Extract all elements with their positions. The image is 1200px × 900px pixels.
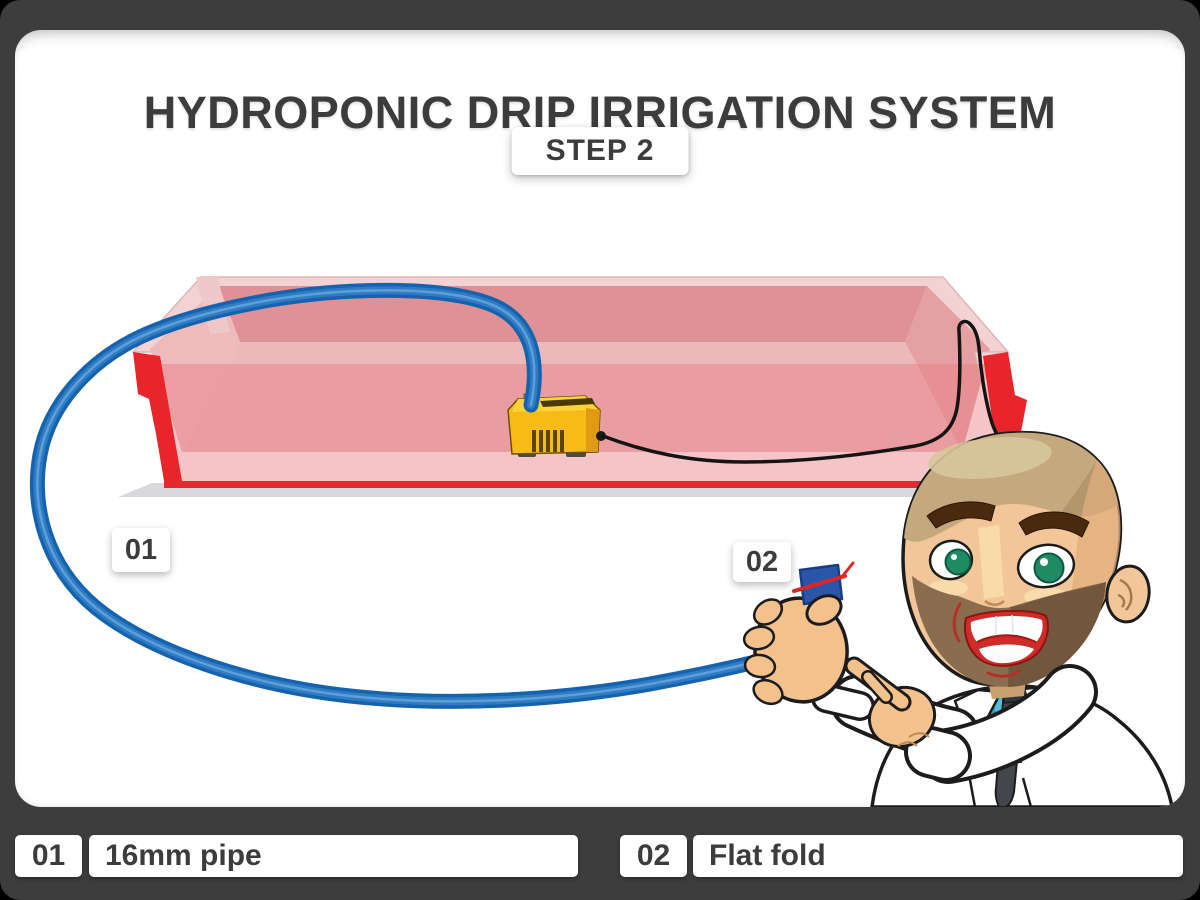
eye-glint-left (951, 554, 957, 560)
pump-outlet (596, 431, 606, 441)
step-badge: STEP 2 (511, 127, 689, 175)
scalp-highlight (928, 437, 1052, 479)
presenter-scientist (742, 430, 1174, 807)
pointing-arm (844, 656, 1098, 784)
legend-label-flat-fold: Flat fold (693, 835, 1183, 877)
pump-side-face (586, 408, 600, 452)
tray-bottom-edge (164, 481, 1030, 488)
ear (1105, 564, 1151, 624)
teeth-gaps (995, 614, 1014, 634)
diagram-illustration (30, 276, 1174, 807)
teeth-lower (979, 644, 1034, 664)
finger (742, 625, 776, 651)
face-shade (1040, 460, 1121, 672)
finger (752, 678, 784, 706)
water-pump (507, 393, 606, 457)
finger (752, 598, 784, 626)
iris-left (944, 548, 972, 576)
teeth-seam (976, 634, 1037, 643)
pump-power-cable (601, 319, 1010, 464)
teeth-upper (970, 616, 1043, 642)
legend-label-pipe: 16mm pipe (89, 835, 578, 877)
flat-folded-pipe-end (792, 561, 855, 606)
thumb-over-pipe (805, 594, 843, 626)
knuckle-creases (897, 732, 930, 747)
zip-tie (792, 574, 847, 593)
callout-01-pipe: 01 (112, 528, 170, 572)
finger (743, 653, 777, 679)
illustration-card: HYDROPONIC DRIP IRRIGATION SYSTEM STEP 2… (15, 30, 1185, 807)
eye-glint-right (1040, 558, 1048, 566)
zip-tie-tail (839, 561, 855, 580)
legend-number-02: 02 (620, 835, 687, 877)
tray-right-inner-wall (905, 286, 990, 452)
eyebrow-right (1018, 511, 1090, 538)
chin-crease (986, 669, 1021, 678)
callout-02-fold: 02 (733, 542, 791, 582)
cheek-crease (952, 602, 962, 643)
eyebrow-left (926, 501, 996, 529)
pointing-hand (844, 656, 937, 748)
nose (984, 599, 1005, 606)
tray-left-outer-wall (133, 352, 182, 481)
pump-top-slot (540, 398, 595, 407)
head (901, 430, 1151, 687)
pump-vents (532, 430, 564, 452)
gripping-fist (742, 596, 849, 706)
coat-seams (968, 777, 1033, 807)
ear-inner (1117, 578, 1133, 611)
tray-back-wall (219, 286, 927, 342)
nose-highlight (978, 525, 1004, 599)
iris-right (1033, 552, 1065, 584)
beard-shade (1008, 582, 1106, 687)
legend-number-01: 01 (15, 835, 82, 877)
